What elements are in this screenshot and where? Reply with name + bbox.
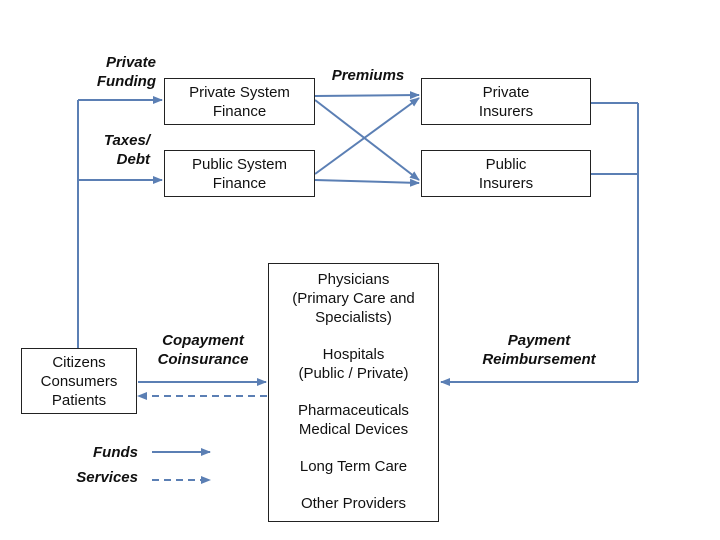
provider-hospitals: Hospitals (Public / Private) [298,346,409,382]
provider-other: Other Providers [300,495,407,512]
private-to-public-insurers-arrow [314,99,420,181]
public-system-finance-box: Public System Finance [164,150,315,197]
provider-physicians: Physicians (Primary Care and Specialists… [292,271,415,326]
premiums-label: Premiums [331,67,405,84]
legend-services-label: Services [76,469,138,486]
private-system-finance-box: Private System Finance [164,78,315,125]
payment-reimbursement-label: Payment Reimbursement [482,332,596,368]
providers-box: Physicians (Primary Care and Specialists… [268,263,439,522]
citizens-box: Citizens Consumers Patients [21,348,137,414]
copayment-coinsurance-label: Copayment Coinsurance [157,332,249,368]
private-insurers-box: Private Insurers [421,78,591,125]
private-funding-label: Private Funding [96,54,156,90]
provider-long-term-care: Long Term Care [299,458,408,475]
provider-pharmaceuticals: Pharmaceuticals Medical Devices [298,402,409,438]
public-insurers-box: Public Insurers [421,150,591,197]
public-to-public-insurers-arrow [314,178,420,187]
legend-funds-label: Funds [93,444,138,461]
private-to-private-insurers-arrow [314,91,420,100]
taxes-debt-label: Taxes/ Debt [103,132,150,168]
public-to-private-insurers-arrow [314,97,420,175]
